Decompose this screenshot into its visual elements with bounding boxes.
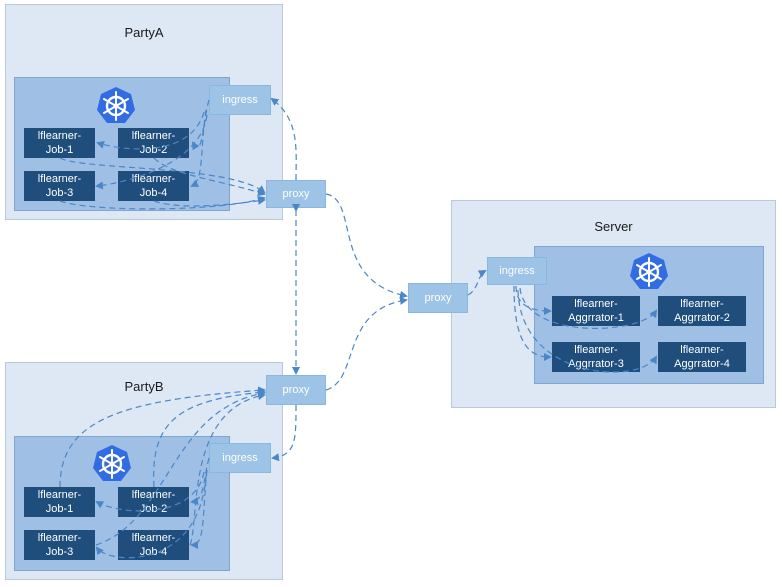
party-a-ingress[interactable]: ingress: [209, 85, 271, 115]
aggregator-label-line2: Aggrrator-2: [674, 312, 730, 324]
server-title: Server: [594, 219, 633, 234]
server-aggregator-2[interactable]: lflearner- Aggrrator-2: [658, 296, 746, 326]
aggregator-label-line1: lflearner-: [680, 298, 724, 310]
aggregator-label-line2: Aggrrator-3: [568, 358, 624, 370]
job-label-line2: Job-4: [139, 546, 168, 558]
server-aggregator-3[interactable]: lflearner- Aggrrator-3: [552, 342, 640, 372]
aggregator-label-line1: lflearner-: [574, 344, 618, 356]
server-ingress-label: ingress: [499, 265, 535, 277]
server-aggregator-1[interactable]: lflearner- Aggrrator-1: [552, 296, 640, 326]
party-a-proxy[interactable]: proxy: [266, 180, 326, 208]
job-label-line2: Job-2: [139, 503, 168, 515]
party-a-job-4[interactable]: lflearner- Job-4: [118, 171, 189, 201]
party-a-kubernetes-icon: [97, 87, 135, 123]
job-label-line1: lflearner-: [37, 489, 82, 501]
party-a-job-1[interactable]: lflearner- Job-1: [24, 128, 95, 158]
party-b-job-2[interactable]: lflearner- Job-2: [118, 487, 189, 517]
server-proxy[interactable]: proxy: [408, 283, 468, 313]
party-b-ingress[interactable]: ingress: [209, 443, 271, 473]
server-proxy-label: proxy: [424, 292, 452, 304]
job-label-line1: lflearner-: [131, 173, 176, 185]
party-b-proxy[interactable]: proxy: [266, 375, 326, 405]
party-b-kubernetes-icon: [93, 445, 131, 481]
job-label-line2: Job-4: [139, 187, 168, 199]
job-label-line2: Job-3: [45, 546, 74, 558]
job-label-line1: lflearner-: [131, 532, 176, 544]
job-label-line2: Job-1: [45, 503, 74, 515]
partya-to-server-proxy-link: [325, 193, 408, 299]
party-b-ingress-label: ingress: [222, 452, 258, 464]
party-b-title: PartyB: [124, 379, 164, 394]
aggregator-label-line1: lflearner-: [680, 344, 724, 356]
job-label-line1: lflearner-: [131, 489, 176, 501]
job-label-line2: Job-3: [45, 187, 74, 199]
party-a-job-3[interactable]: lflearner- Job-3: [24, 171, 95, 201]
party-b-proxy-label: proxy: [282, 384, 310, 396]
party-a-job-2[interactable]: lflearner- Job-2: [118, 128, 189, 158]
aggregator-label-line2: Aggrrator-1: [568, 312, 624, 324]
party-b-job-1[interactable]: lflearner- Job-1: [24, 487, 95, 517]
party-a-ingress-label: ingress: [222, 94, 258, 106]
job-label-line1: lflearner-: [131, 130, 176, 142]
job-label-line2: Job-1: [45, 144, 74, 156]
aggregator-label-line2: Aggrrator-4: [674, 358, 730, 370]
job-label-line1: lflearner-: [37, 130, 82, 142]
party-b-job-3[interactable]: lflearner- Job-3: [24, 530, 95, 560]
party-a-proxy-label: proxy: [282, 188, 310, 200]
party-a-title: PartyA: [124, 25, 164, 40]
party-b-job-4[interactable]: lflearner- Job-4: [118, 530, 189, 560]
job-label-line1: lflearner-: [37, 173, 82, 185]
job-label-line2: Job-2: [139, 144, 168, 156]
server-ingress[interactable]: ingress: [487, 257, 547, 285]
partyb-to-server-proxy-link: [325, 296, 408, 391]
server-aggregator-4[interactable]: lflearner- Aggrrator-4: [658, 342, 746, 372]
aggregator-label-line1: lflearner-: [574, 298, 618, 310]
server-kubernetes-icon: [630, 253, 668, 289]
job-label-line1: lflearner-: [37, 532, 82, 544]
